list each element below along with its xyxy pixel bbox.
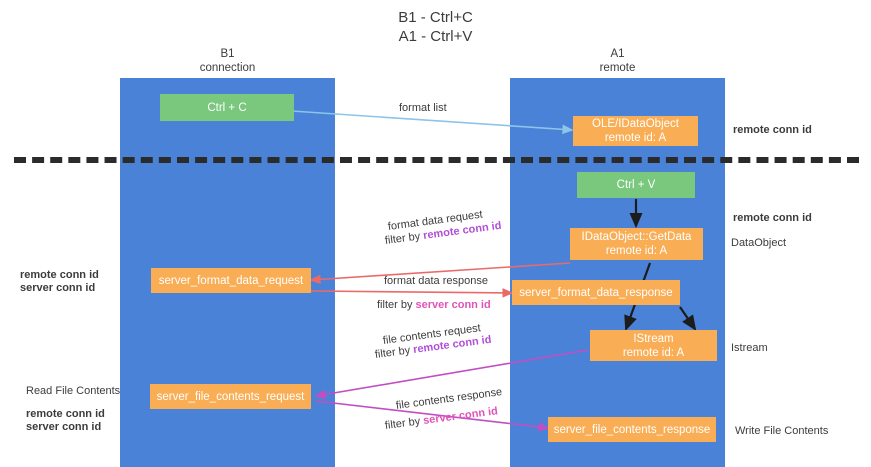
section-divider [14, 157, 859, 163]
title-line-2: A1 - Ctrl+V [398, 28, 473, 45]
page-title: B1 - Ctrl+C A1 - Ctrl+V [0, 8, 871, 46]
node-ctrl-v[interactable]: Ctrl + V [577, 172, 695, 198]
annotation-left-server-conn-id-mid: server conn id [20, 282, 96, 294]
lane-header-b1: B1 connection [120, 47, 335, 75]
node-server-format-data-request-label: server_format_data_request [158, 274, 304, 287]
node-get-data[interactable]: IDataObject::GetData remote id: A [570, 228, 703, 260]
edge-label-format-list: format list [399, 102, 447, 114]
node-data-object-line-2: remote id: A [604, 132, 667, 144]
node-server-format-data-response[interactable]: server_format_data_response [512, 280, 680, 305]
annotation-write-file-contents: Write File Contents [735, 425, 829, 437]
lane-header-a1-sub: remote [599, 62, 636, 74]
node-istream-line-1: IStream [633, 332, 674, 345]
annotation-left-remote-conn-id-mid: remote conn id [20, 269, 99, 281]
node-get-data-line-2: remote id: A [605, 245, 668, 257]
node-server-format-data-response-label: server_format_data_response [519, 286, 673, 299]
node-ctrl-v-label: Ctrl + V [616, 179, 656, 191]
node-server-format-data-request[interactable]: server_format_data_request [151, 268, 311, 293]
node-istream[interactable]: IStream remote id: A [590, 330, 717, 361]
lane-header-a1-name: A1 [610, 48, 625, 60]
lane-header-b1-name: B1 [220, 48, 235, 60]
node-data-object[interactable]: OLE/IDataObject remote id: A [573, 116, 698, 146]
annotation-left-server-conn-id-bottom: server conn id [26, 421, 102, 433]
lane-header-a1: A1 remote [510, 47, 725, 75]
edge-label-file-contents-response-filter-value: server conn id [422, 405, 499, 427]
edge-label-format-data-response-filter-prefix: filter by [377, 299, 416, 311]
edge-label-format-data-response-filter-value: server conn id [415, 299, 491, 311]
node-server-file-contents-request[interactable]: server_file_contents_request [150, 384, 311, 409]
edge-label-file-contents-response-filter-prefix: filter by [384, 415, 424, 432]
edge-label-file-contents-request-filter-prefix: filter by [374, 344, 414, 361]
node-server-file-contents-response[interactable]: server_file_contents_response [548, 417, 716, 442]
annotation-left-remote-conn-id-bottom: remote conn id [26, 408, 105, 420]
node-istream-line-2: remote id: A [622, 346, 685, 359]
node-ctrl-c[interactable]: Ctrl + C [160, 94, 294, 121]
node-get-data-line-1: IDataObject::GetData [581, 231, 692, 243]
edge-label-format-data-response-filter: filter by server conn id [377, 298, 491, 312]
node-ctrl-c-label: Ctrl + C [207, 101, 247, 114]
annotation-istream: Istream [731, 342, 768, 354]
annotation-read-file-contents: Read File Contents [26, 385, 121, 397]
edge-label-format-data-response: format data response [384, 275, 488, 287]
title-line-1: B1 - Ctrl+C [398, 9, 473, 26]
node-data-object-line-1: OLE/IDataObject [592, 118, 679, 130]
annotation-remote-conn-id-mid: remote conn id [733, 212, 812, 224]
annotation-data-object: DataObject [731, 237, 787, 249]
node-server-file-contents-response-label: server_file_contents_response [553, 423, 711, 436]
lane-header-b1-sub: connection [199, 62, 256, 74]
edge-label-format-data-request-filter-prefix: filter by [384, 230, 424, 247]
node-server-file-contents-request-label: server_file_contents_request [156, 390, 305, 403]
annotation-remote-conn-id-top: remote conn id [733, 124, 812, 136]
